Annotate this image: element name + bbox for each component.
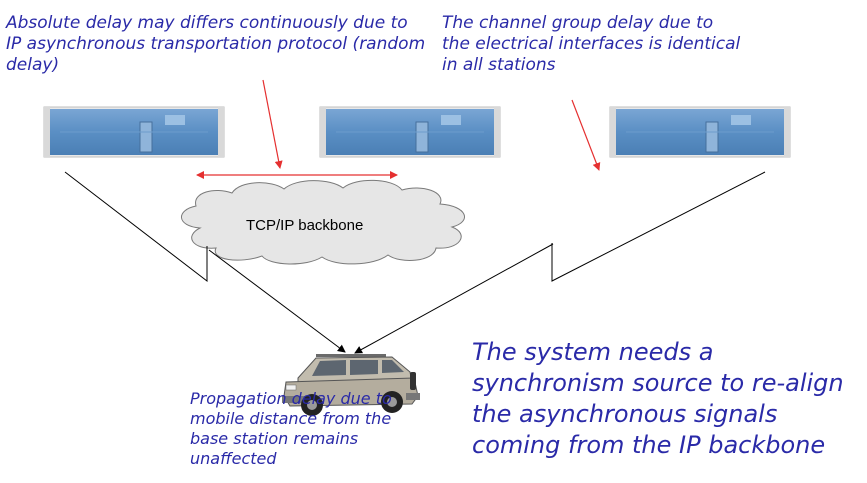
system-needs-sync-note: The system needs a synchronism source to… [472, 338, 844, 459]
channel-group-delay-note: The channel group delay due to the elect… [442, 13, 741, 75]
absolute-delay-note: Absolute delay may differs continuously … [6, 13, 426, 75]
link-line-left [64, 171, 208, 283]
base-station-2 [319, 106, 501, 158]
downlink-arrow-left [208, 249, 346, 353]
group-delay-pointer-arrow [571, 99, 601, 171]
downlink-arrow-right [354, 243, 554, 354]
random-delay-pointer-arrow [262, 79, 283, 169]
propagation-delay-note: Propagation delay due to mobile distance… [190, 389, 392, 468]
base-station-1 [43, 106, 225, 158]
tcp-ip-backbone-label: TCP/IP backbone [246, 217, 364, 234]
link-line-right [551, 171, 766, 282]
suv-car-icon [282, 354, 420, 416]
base-station-3 [609, 106, 791, 158]
tcp-ip-backbone-cloud [181, 179, 465, 265]
